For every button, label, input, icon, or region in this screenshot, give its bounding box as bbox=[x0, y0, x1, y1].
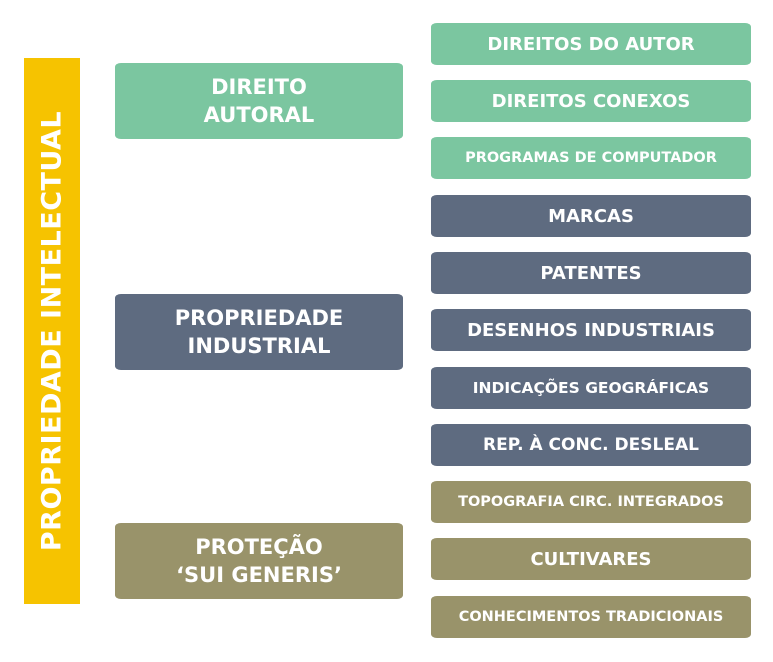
category-propriedade-industrial: PROPRIEDADE INDUSTRIAL bbox=[115, 294, 403, 370]
item-box: DIREITOS CONEXOS bbox=[431, 80, 751, 122]
category-label-line1: PROPRIEDADE bbox=[174, 306, 344, 330]
root-bar: PROPRIEDADE INTELECTUAL bbox=[24, 58, 80, 604]
category-label-line2: ‘SUI GENERIS’ bbox=[176, 563, 342, 587]
item-box: TOPOGRAFIA CIRC. INTEGRADOS bbox=[431, 481, 751, 523]
item-box: DESENHOS INDUSTRIAIS bbox=[431, 309, 751, 351]
item-box: INDICAÇÕES GEOGRÁFICAS bbox=[431, 367, 751, 409]
item-box: DIREITOS DO AUTOR bbox=[431, 23, 751, 65]
item-box: REP. À CONC. DESLEAL bbox=[431, 424, 751, 466]
item-box: PATENTES bbox=[431, 252, 751, 294]
category-label-line1: DIREITO bbox=[211, 75, 307, 99]
item-box: PROGRAMAS DE COMPUTADOR bbox=[431, 137, 751, 179]
category-label-line1: PROTEÇÃO bbox=[195, 535, 323, 559]
category-protecao-sui-generis: PROTEÇÃO ‘SUI GENERIS’ bbox=[115, 523, 403, 599]
root-label: PROPRIEDADE INTELECTUAL bbox=[36, 110, 68, 552]
category-label-line2: AUTORAL bbox=[203, 103, 315, 127]
category-direito-autoral: DIREITO AUTORAL bbox=[115, 63, 403, 139]
item-box: MARCAS bbox=[431, 195, 751, 237]
category-label-line2: INDUSTRIAL bbox=[187, 334, 331, 358]
item-box: CULTIVARES bbox=[431, 538, 751, 580]
item-box: CONHECIMENTOS TRADICIONAIS bbox=[431, 596, 751, 638]
